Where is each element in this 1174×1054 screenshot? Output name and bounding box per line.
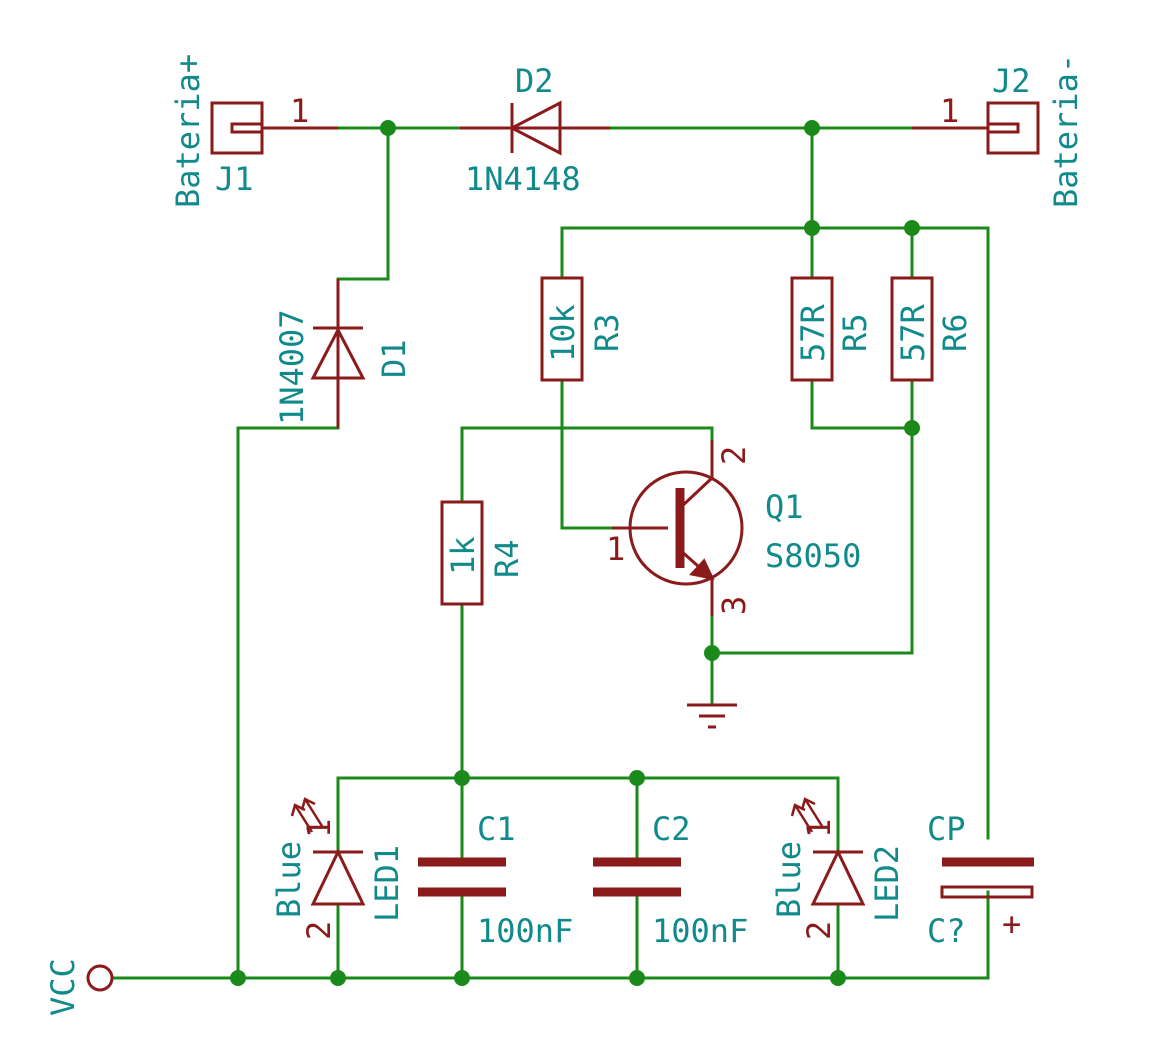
q1-pin-emitter: 3 <box>715 596 753 615</box>
c2-ref: C2 <box>652 810 691 848</box>
r4-body <box>440 500 484 606</box>
connector-j2: 1 J2 Bateria- <box>912 54 1085 208</box>
q1-pin-base: 1 <box>606 530 625 568</box>
j1-pin-shape <box>230 122 264 134</box>
j1-ref: J1 <box>215 160 254 198</box>
junction-dots <box>230 120 920 986</box>
r5-ref: R5 <box>836 313 874 352</box>
c2-value: 100nF <box>652 912 748 950</box>
led1-pin2: 2 <box>300 921 338 940</box>
led2-pin1: 1 <box>800 819 838 838</box>
d1-value: 1N4007 <box>273 309 311 425</box>
vcc-power-port: VCC <box>44 958 114 1016</box>
r3-value: 10k <box>544 304 582 362</box>
j1-body <box>210 101 264 155</box>
led1-triangle <box>310 848 366 906</box>
led2-pin2: 2 <box>800 921 838 940</box>
d1-ref: D1 <box>375 339 413 378</box>
r3-body <box>540 276 584 382</box>
vcc-port-circle <box>86 964 114 992</box>
led-led2: 1 2 Blue LED2 <box>770 797 906 940</box>
resistor-r3: 10k R3 <box>540 276 626 382</box>
r4-ref: R4 <box>488 539 526 578</box>
j1-value: Bateria+ <box>169 54 207 208</box>
diode-d1: D1 1N4007 <box>273 279 413 428</box>
j2-pin-shape <box>986 122 1020 134</box>
ground-symbol <box>687 703 737 729</box>
resistor-r6: 57R R6 <box>890 276 974 382</box>
j2-pin-number: 1 <box>940 92 959 130</box>
cp-ref: CP <box>927 810 966 848</box>
led2-value: Blue <box>770 841 808 918</box>
r6-value: 57R <box>894 303 932 362</box>
led1-value: Blue <box>270 841 308 918</box>
r4-value: 1k <box>444 536 482 575</box>
led1-pin1: 1 <box>300 819 338 838</box>
cp-polarity: + <box>1002 905 1021 943</box>
capacitor-cp: CP C? + <box>927 810 1034 950</box>
r6-ref: R6 <box>936 313 974 352</box>
q1-emitter-arrow <box>689 558 715 581</box>
vcc-label: VCC <box>44 958 82 1016</box>
d2-triangle <box>508 100 562 156</box>
r6-body <box>890 276 934 382</box>
r5-body <box>790 276 834 382</box>
d2-ref: D2 <box>515 62 554 100</box>
d1-triangle <box>310 326 366 380</box>
capacitor-c1: C1 100nF <box>418 810 573 950</box>
q1-pin-collector: 2 <box>715 446 753 465</box>
j2-value: Bateria- <box>1047 54 1085 208</box>
cp-plate-bottom <box>940 885 1034 899</box>
j2-ref: J2 <box>992 62 1031 100</box>
q1-ref: Q1 <box>765 488 804 526</box>
resistor-r4: 1k R4 <box>440 500 526 606</box>
r3-ref: R3 <box>588 313 626 352</box>
c1-ref: C1 <box>477 810 516 848</box>
resistor-r5: 57R R5 <box>790 276 874 382</box>
led-led1: 1 2 Blue LED1 <box>270 797 406 940</box>
d2-value: 1N4148 <box>465 160 581 198</box>
led1-light-arrows <box>290 797 324 833</box>
j2-body <box>986 101 1040 155</box>
led2-triangle <box>810 848 866 906</box>
q1-value: S8050 <box>765 537 861 575</box>
led1-ref: LED1 <box>368 845 406 922</box>
r5-value: 57R <box>794 303 832 362</box>
diode-d2: D2 1N4148 <box>460 62 610 198</box>
connector-j1: 1 J1 Bateria+ <box>169 54 338 208</box>
led2-light-arrows <box>790 797 824 833</box>
capacitor-c2: C2 100nF <box>593 810 748 950</box>
cp-value: C? <box>927 912 966 950</box>
c1-value: 100nF <box>477 912 573 950</box>
j1-pin-number: 1 <box>290 92 309 130</box>
led2-ref: LED2 <box>868 845 906 922</box>
transistor-q1: 1 2 3 Q1 S8050 <box>606 440 861 616</box>
